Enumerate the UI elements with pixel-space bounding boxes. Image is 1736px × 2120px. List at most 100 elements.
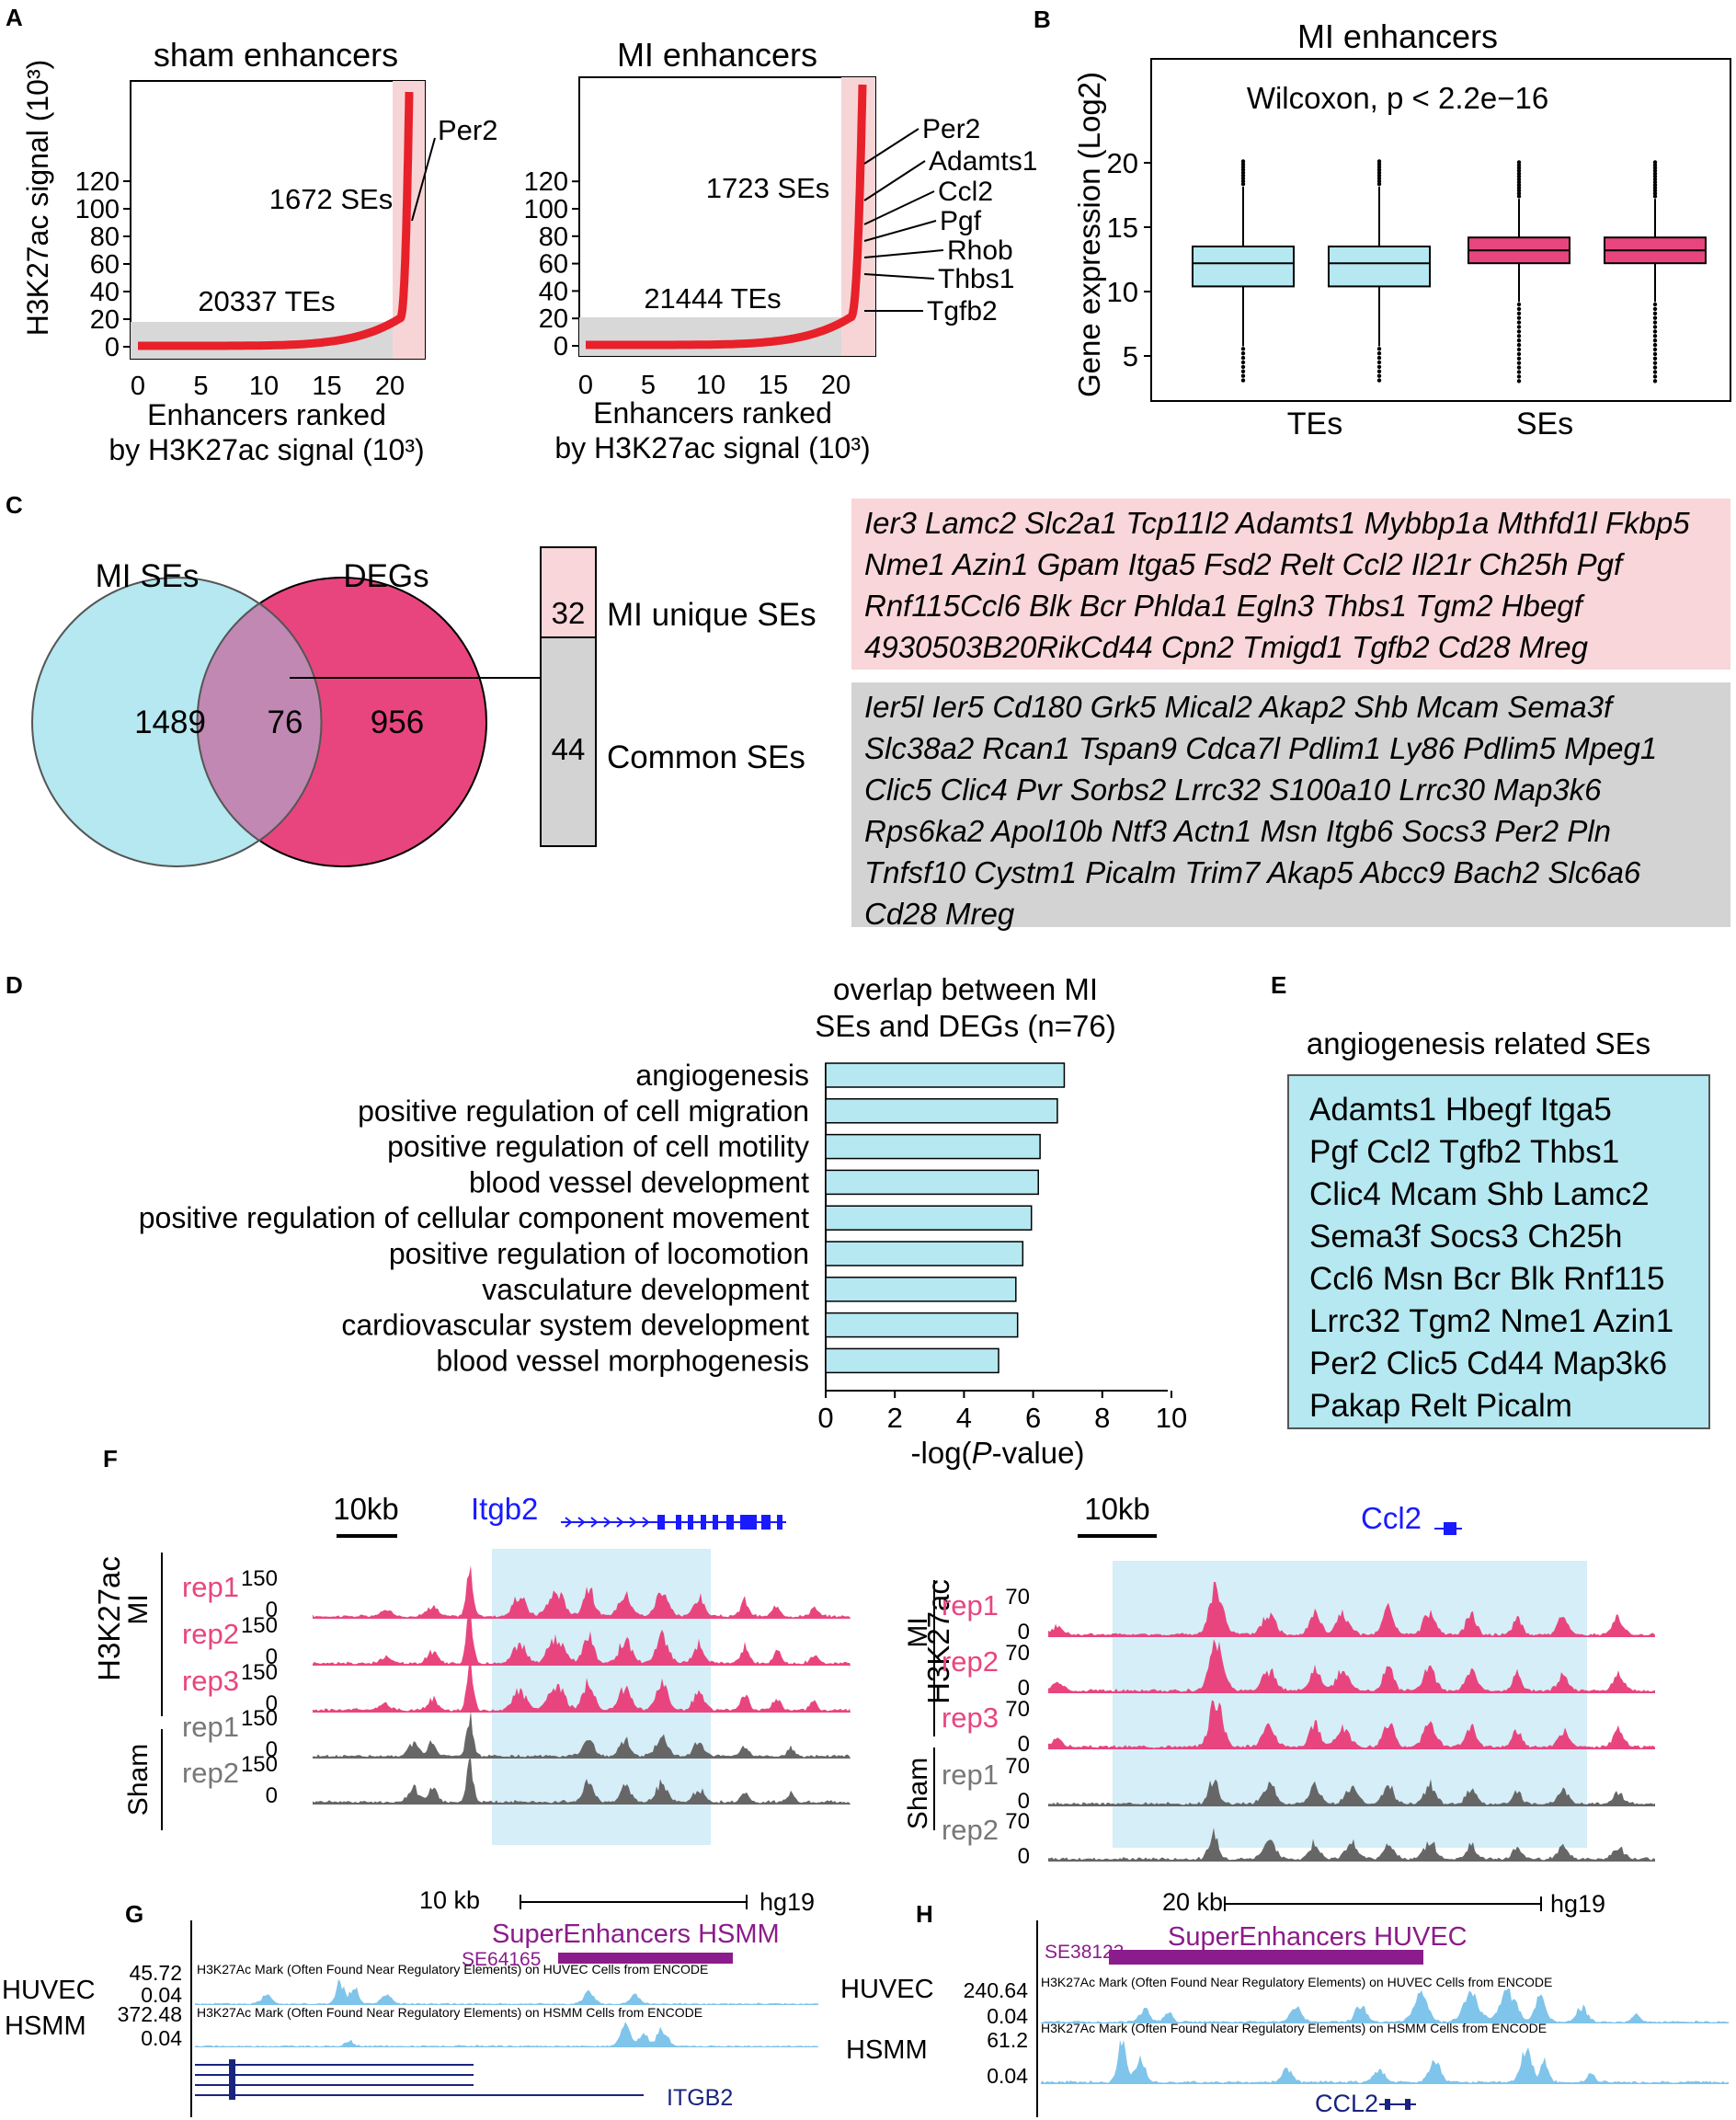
mi-xtick-label: 20 [821, 371, 851, 400]
b-outlier [1240, 373, 1246, 378]
f-left-ymin: 0 [266, 1737, 278, 1762]
g-track2-desc: H3K27Ac Mark (Often Found Near Regulator… [197, 2005, 702, 2020]
g-row2-min: 0.04 [141, 2026, 182, 2050]
b-outlier [1652, 347, 1658, 352]
panel-b-title: MI enhancers [1297, 17, 1498, 55]
mi-gene-label: Rhob [947, 235, 1013, 266]
b-box [1192, 246, 1295, 288]
d-bar [825, 1277, 1017, 1302]
f-left-track [313, 1565, 851, 1619]
f-right-track [1048, 1828, 1655, 1862]
b-outlier [1240, 364, 1246, 370]
b-outlier [1376, 162, 1382, 166]
g-gene: ITGB2 [667, 2085, 733, 2111]
f-left-track [313, 1659, 851, 1713]
panel-label-c: C [6, 491, 23, 519]
b-outlier [1652, 338, 1658, 343]
b-outlier [1376, 178, 1382, 184]
b-outlier [1652, 329, 1658, 334]
venn-right-label: DEGs [343, 558, 428, 594]
panel-g: G 10 kb hg19 SuperEnhancers HSMM SE64165… [2, 1886, 818, 2117]
b-outlier [1516, 361, 1522, 365]
b-outlier [1240, 347, 1246, 351]
panel-b: B MI enhancers Wilcoxon, p < 2.2e−16 Gen… [1034, 6, 1731, 441]
g-row1-min: 0.04 [141, 1983, 182, 2007]
d-category-label: angiogenesis [635, 1059, 809, 1092]
panel-h: H 20 kb hg19 SuperEnhancers HUVEC SE3812… [840, 1888, 1729, 2117]
mi-gene-label: Thbs1 [938, 264, 1014, 294]
d-bar [825, 1169, 1039, 1196]
f-left-ymax: 150 [241, 1613, 278, 1638]
mi-gene-line [863, 160, 926, 201]
f-right-gene-model [1434, 1522, 1462, 1535]
panel-label-f: F [103, 1445, 118, 1473]
f-left-track [313, 1758, 851, 1805]
f-right-ymin: 0 [1018, 1789, 1030, 1814]
mi-xtick-label: 5 [641, 371, 656, 400]
bar-common-value: 44 [552, 732, 586, 766]
d-bar [825, 1205, 1033, 1231]
panel-d-title-2: SEs and DEGs (n=76) [815, 1009, 1115, 1043]
b-outlier [1652, 379, 1658, 384]
f-left-mark: H3K27ac [92, 1556, 126, 1681]
g-row2-max: 372.48 [118, 2002, 182, 2026]
sham-xtick-label: 0 [131, 372, 145, 401]
f-left-rep-label: rep3 [182, 1665, 239, 1697]
b-outlier [1652, 342, 1658, 348]
f-right-ymax: 70 [1005, 1641, 1030, 1666]
h-track2-signal [1041, 2040, 1729, 2084]
b-outlier [1516, 177, 1522, 182]
b-outlier [1376, 176, 1382, 181]
b-outlier [1240, 165, 1246, 169]
bar-unique [540, 546, 597, 638]
b-outlier [1516, 194, 1522, 199]
d-category-label: blood vessel development [469, 1165, 809, 1198]
sham-gene-line [411, 137, 436, 222]
mi-gene-label: Adamts1 [929, 146, 1037, 177]
f-right-ymax: 70 [1005, 1754, 1030, 1779]
b-outlier [1516, 302, 1522, 307]
b-outlier [1652, 174, 1658, 179]
f-left-ymin: 0 [266, 1783, 278, 1808]
f-right-gene: Ccl2 [1361, 1501, 1422, 1535]
b-outlier [1652, 163, 1658, 167]
b-outlier [1516, 163, 1522, 167]
f-right-ymin: 0 [1018, 1844, 1030, 1869]
b-outlier [1376, 364, 1382, 370]
f-left-ymin: 0 [266, 1598, 278, 1622]
panel-c: C MI SEs DEGs 1489 76 956 32 44 MI uniqu… [6, 491, 817, 867]
angiogenesis-gene-line: Pakap Relt Picalm [1309, 1388, 1572, 1424]
angiogenesis-gene-line: Per2 Clic5 Cd44 Map3k6 [1309, 1346, 1668, 1381]
angiogenesis-gene-line: Pgf Ccl2 Tgfb2 Thbs1 [1309, 1134, 1620, 1170]
mi-curve [586, 84, 867, 350]
b-outlier [1652, 356, 1658, 361]
b-outlier [1652, 334, 1658, 338]
b-outlier [1516, 351, 1522, 357]
sham-ytick-label: 20 [90, 305, 120, 335]
b-outlier [1240, 369, 1246, 373]
sham-xtick-label: 5 [193, 372, 208, 401]
b-outlier [1516, 189, 1522, 193]
b-outlier [1376, 378, 1382, 383]
g-row1-max: 45.72 [129, 1961, 182, 1985]
d-xtick-label: 6 [1025, 1402, 1041, 1434]
b-outlier [1240, 360, 1246, 365]
bar-common [540, 636, 597, 847]
b-outlier [1376, 181, 1382, 187]
sham-ytick-label: 120 [75, 167, 120, 197]
unique-genes-box: Ier3 Lamc2 Slc2a1 Tcp11l2 Adamts1 Mybbp1… [851, 498, 1730, 670]
f-right-track [1048, 1779, 1655, 1806]
panel-label-g: G [125, 1900, 143, 1928]
mi-gene-label: Per2 [922, 114, 980, 144]
b-ytick-label: 10 [1107, 276, 1138, 308]
d-xtick-label: 2 [887, 1402, 903, 1434]
f-right-mark: H3K27ac [921, 1579, 955, 1704]
b-outlier [1240, 170, 1246, 175]
panel-label-b: B [1034, 6, 1051, 33]
f-left-ymax: 150 [241, 1706, 278, 1731]
b-outlier [1240, 159, 1246, 164]
b-outlier [1376, 351, 1382, 356]
sham-title: sham enhancers [154, 36, 398, 74]
mi-se-label: 1723 SEs [706, 172, 829, 204]
